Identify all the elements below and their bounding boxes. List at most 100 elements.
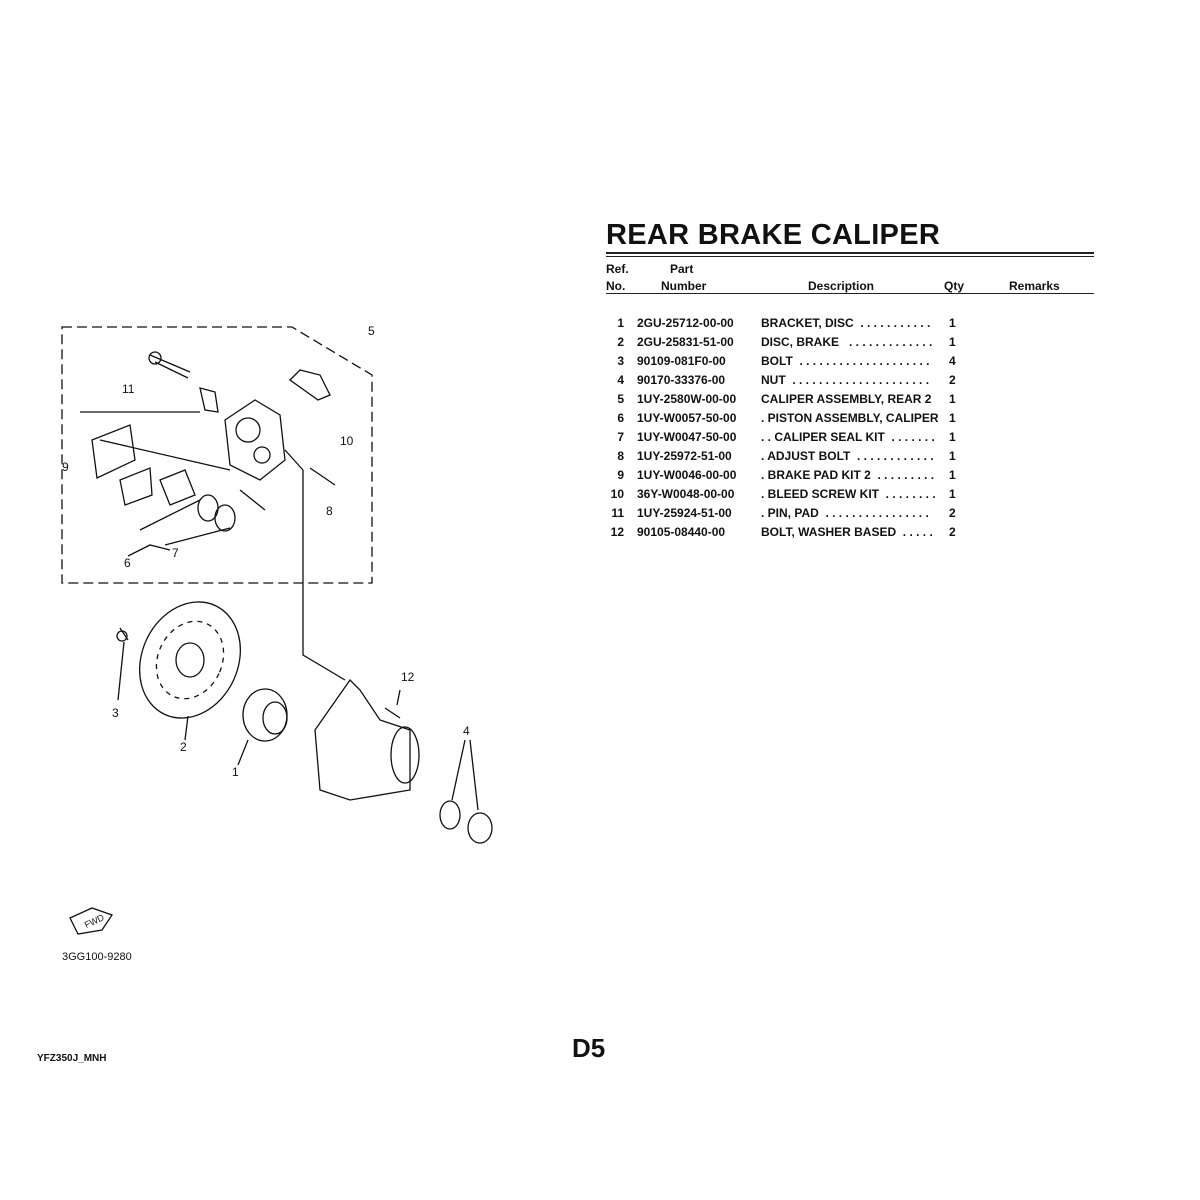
part-number: 2GU-25831-51-00	[637, 335, 734, 349]
fwd-arrow	[69, 907, 114, 935]
description: BOLT . . . . . . . . . . . . . . . . . .…	[761, 354, 930, 368]
quantity: 2	[949, 373, 956, 387]
callout-10: 10	[340, 434, 354, 448]
header-part-2: Number	[661, 279, 707, 293]
title-rule	[606, 252, 1094, 254]
quantity: 1	[949, 487, 956, 501]
header-part-1: Part	[670, 262, 694, 276]
description: . BLEED SCREW KIT . . . . . . . .	[761, 487, 936, 501]
description: CALIPER ASSEMBLY, REAR 2	[761, 392, 932, 406]
header-remarks: Remarks	[1009, 279, 1060, 293]
table-row: 8 1UY-25972-51-00 . ADJUST BOLT . . . . . …	[606, 449, 1094, 468]
part-number: 1UY-W0047-50-00	[637, 430, 737, 444]
table-row: 2 2GU-25831-51-00 DISC, BRAKE . . . . . . …	[606, 335, 1094, 354]
ref-number: 7	[617, 430, 624, 444]
callout-8: 8	[326, 504, 333, 518]
adjust-bolt	[309, 467, 336, 486]
table-row: 5 1UY-2580W-00-00 CALIPER ASSEMBLY, REAR 2…	[606, 392, 1094, 411]
ref-number: 3	[617, 354, 624, 368]
table-row: 7 1UY-W0047-50-00 . . CALIPER SEAL KIT . .…	[606, 430, 1094, 449]
callout-12: 12	[401, 670, 415, 684]
part-number: 1UY-W0046-00-00	[637, 468, 737, 482]
description: . BRAKE PAD KIT 2 . . . . . . . . .	[761, 468, 935, 482]
header-qty: Qty	[944, 279, 965, 293]
callout-9: 9	[62, 460, 69, 474]
description: BRACKET, DISC . . . . . . . . . . .	[761, 316, 931, 330]
fwd-label: FWD	[83, 912, 106, 930]
caliper-body	[224, 399, 286, 481]
ref-number: 8	[617, 449, 624, 463]
header-ref-2: No.	[606, 279, 626, 293]
description: . PISTON ASSEMBLY, CALIPER	[761, 411, 939, 425]
callout-11: 11	[122, 382, 135, 396]
part-number: 90109-081F0-00	[637, 354, 726, 368]
quantity: 1	[949, 449, 956, 463]
quantity: 1	[949, 392, 956, 406]
hub-flange	[242, 688, 288, 742]
title-rule-thin	[606, 256, 1094, 257]
ref-number: 9	[617, 468, 624, 482]
description: . PIN, PAD . . . . . . . . . . . . . . .…	[761, 506, 929, 520]
ref-number: 6	[617, 411, 624, 425]
ref-number: 11	[611, 506, 624, 520]
ref-number: 4	[617, 373, 624, 387]
quantity: 2	[949, 506, 956, 520]
quantity: 1	[949, 335, 956, 349]
disc-bracket	[314, 678, 420, 801]
part-number: 2GU-25712-00-00	[637, 316, 734, 330]
model-code: YFZ350J_MNH	[37, 1053, 107, 1064]
callout-6: 6	[124, 556, 131, 570]
pad-spring	[199, 387, 219, 413]
header-ref-1: Ref.	[606, 262, 629, 276]
piston	[159, 469, 196, 506]
part-number: 1UY-25924-51-00	[637, 506, 732, 520]
bleed-screw	[288, 369, 331, 401]
part-number: 90105-08440-00	[637, 525, 726, 539]
ref-number: 10	[610, 487, 624, 501]
description: . ADJUST BOLT . . . . . . . . . . . .	[761, 449, 934, 463]
header-rule	[606, 293, 1094, 294]
callout-3: 3	[112, 706, 119, 720]
brake-pad	[91, 424, 153, 506]
pin-pad	[149, 354, 191, 379]
description: . . CALIPER SEAL KIT . . . . . . .	[761, 430, 935, 444]
quantity: 1	[949, 430, 956, 444]
part-number: 1UY-W0057-50-00	[637, 411, 737, 425]
quantity: 1	[949, 411, 956, 425]
ref-number: 2	[617, 335, 624, 349]
brake-disc	[138, 601, 242, 719]
callout-2: 2	[180, 740, 187, 754]
quantity: 2	[949, 525, 956, 539]
table-row: 11 1UY-25924-51-00 . PIN, PAD . . . . . . …	[606, 506, 1094, 525]
ref-number: 5	[617, 392, 624, 406]
part-number: 90170-33376-00	[637, 373, 726, 387]
part-number: 36Y-W0048-00-00	[637, 487, 735, 501]
page-number: D5	[572, 1033, 606, 1063]
callout-5: 5	[368, 324, 375, 338]
header-description: Description	[808, 279, 875, 293]
table-row: 10 36Y-W0048-00-00 . BLEED SCREW KIT . . .…	[606, 487, 1094, 506]
ref-number: 1	[617, 316, 624, 330]
caliper-assembly-boundary	[61, 326, 373, 584]
quantity: 1	[949, 316, 956, 330]
part-number: 1UY-25972-51-00	[637, 449, 732, 463]
callout-4: 4	[463, 724, 470, 738]
description: DISC, BRAKE . . . . . . . . . . . . .	[761, 335, 933, 349]
table-row: 4 90170-33376-00 NUT . . . . . . . . . . .…	[606, 373, 1094, 392]
part-number: 1UY-2580W-00-00	[637, 392, 737, 406]
callout-1: 1	[232, 765, 239, 779]
diagram-code: 3GG100-9280	[62, 951, 132, 963]
callout-7: 7	[172, 546, 179, 560]
table-row: 3 90109-081F0-00 BOLT . . . . . . . . . . …	[606, 354, 1094, 373]
ref-number: 12	[610, 525, 624, 539]
description: NUT . . . . . . . . . . . . . . . . . . …	[761, 373, 930, 387]
page-title: REAR BRAKE CALIPER	[606, 219, 941, 251]
quantity: 4	[949, 354, 956, 368]
table-row: 9 1UY-W0046-00-00 . BRAKE PAD KIT 2 . . . …	[606, 468, 1094, 487]
table-row: 6 1UY-W0057-50-00 . PISTON ASSEMBLY, CALIP…	[606, 411, 1094, 430]
quantity: 1	[949, 468, 956, 482]
table-row: 1 2GU-25712-00-00 BRACKET, DISC . . . . . …	[606, 316, 1094, 335]
